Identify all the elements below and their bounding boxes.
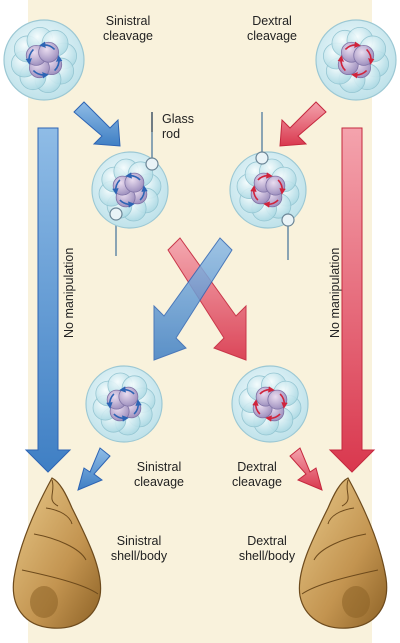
embryo-top-left-sinistral bbox=[3, 19, 85, 101]
embryo-middle-left-manipulated bbox=[91, 151, 169, 229]
label-sinistral-shell: Sinistral shell/body bbox=[110, 534, 168, 563]
dextral-shell bbox=[298, 477, 388, 629]
arrow-top-left-diagonal bbox=[73, 101, 121, 147]
label-dextral-cleavage-top: Dextral cleavage bbox=[246, 14, 298, 43]
label-dextral-cleavage-bottom: Dextral cleavage bbox=[231, 460, 283, 489]
label-no-manipulation-left: No manipulation bbox=[62, 247, 76, 338]
glass-rod-tips bbox=[109, 151, 295, 227]
arrow-cross-red bbox=[167, 237, 247, 361]
arrow-bottom-right-small bbox=[289, 447, 323, 491]
sinistral-shell bbox=[12, 477, 102, 629]
arrow-bottom-left-small bbox=[77, 447, 111, 491]
embryo-middle-right-manipulated bbox=[229, 151, 307, 229]
arrow-cross-blue bbox=[153, 237, 233, 361]
arrow-right-no-manipulation bbox=[328, 127, 376, 473]
embryo-top-right-dextral bbox=[315, 19, 397, 101]
embryo-bottom-right-dextral bbox=[231, 365, 309, 443]
label-sinistral-cleavage-top: Sinistral cleavage bbox=[102, 14, 154, 43]
label-sinistral-cleavage-bottom: Sinistral cleavage bbox=[133, 460, 185, 489]
label-dextral-shell: Dextral shell/body bbox=[238, 534, 296, 563]
embryo-bottom-left-sinistral bbox=[85, 365, 163, 443]
label-no-manipulation-right: No manipulation bbox=[328, 247, 342, 338]
label-glass-rod: Glass rod bbox=[162, 112, 194, 141]
arrow-top-right-diagonal bbox=[279, 101, 327, 147]
arrow-left-no-manipulation bbox=[24, 127, 72, 473]
